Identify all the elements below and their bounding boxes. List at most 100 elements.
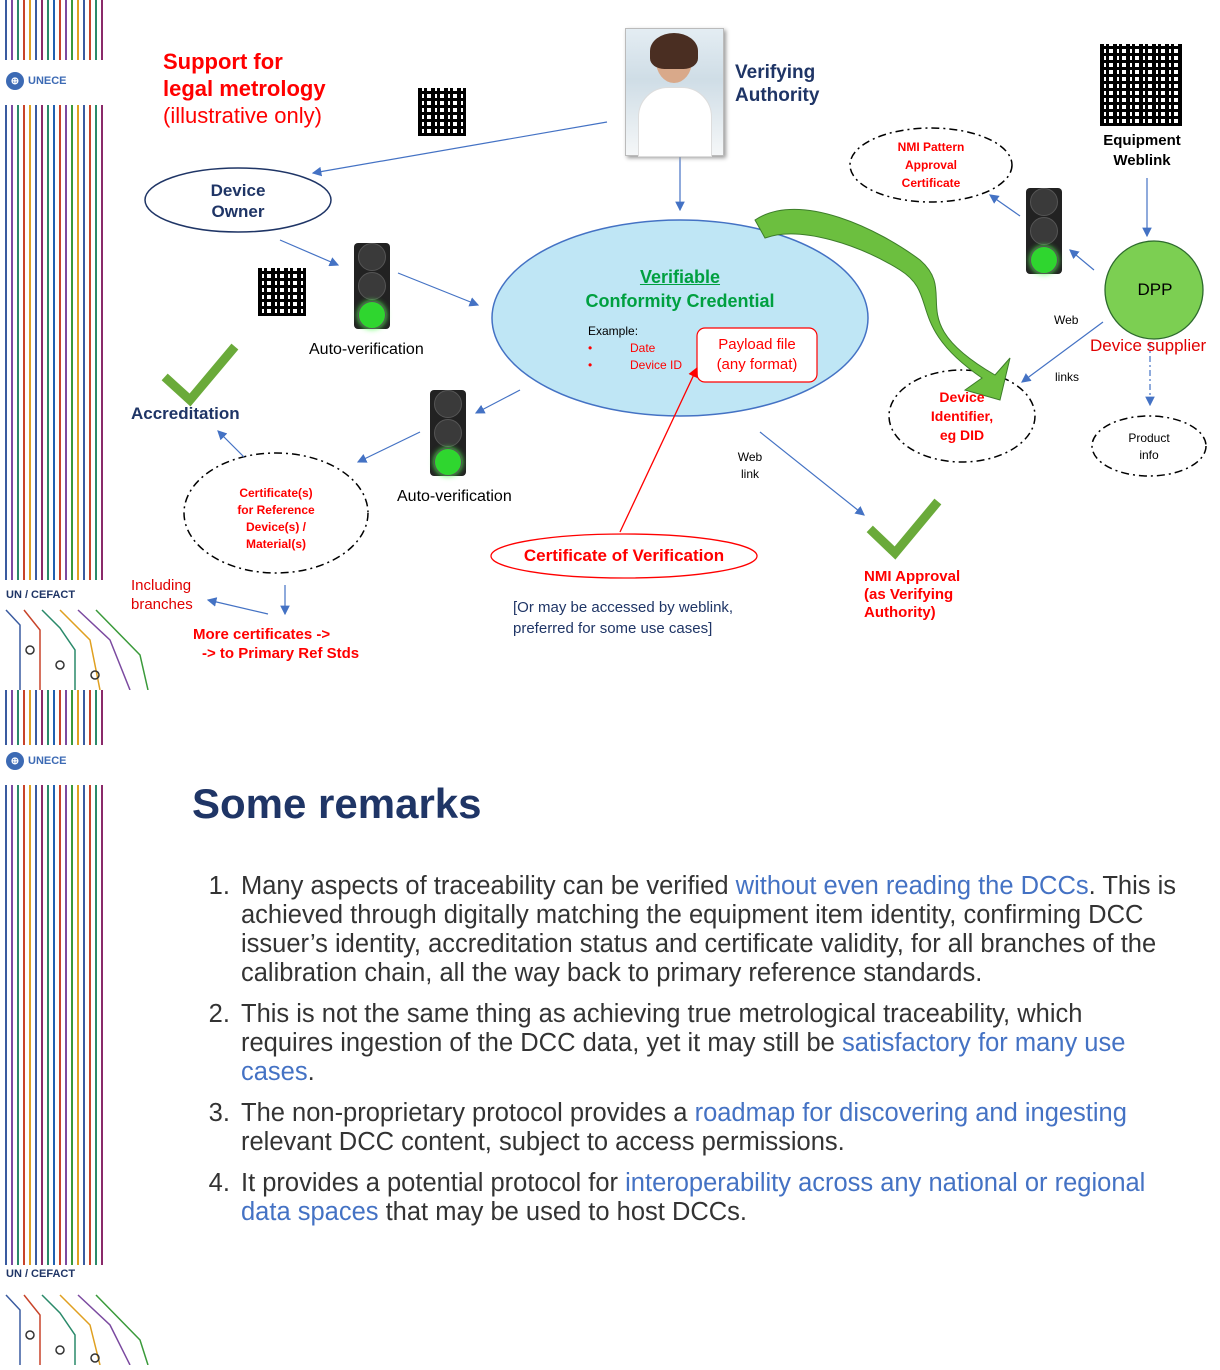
ref-certs-ellipse <box>183 452 369 574</box>
unece-label: UNECE <box>28 75 67 87</box>
traffic-light-icon <box>1026 188 1062 274</box>
device-identifier-ellipse <box>888 369 1036 463</box>
arrow-vcc-to-nmi <box>759 431 865 516</box>
web-link-line-2: link <box>740 467 759 481</box>
nmi-pattern-line-2: Approval <box>904 158 957 172</box>
remark-item-2: This is not the same thing as achieving … <box>237 1000 1177 1087</box>
device-identifier-line-1: Device <box>939 389 985 405</box>
device-owner-line-2: Owner <box>211 202 265 221</box>
payload-label: Payload file (any format) <box>697 335 817 375</box>
left-stripe-decoration <box>0 0 150 691</box>
remarks-list: Many aspects of traceability can be veri… <box>192 872 1177 1239</box>
arrow-vcc-to-light2 <box>474 389 521 414</box>
device-owner-ellipse <box>144 167 332 233</box>
cert-of-verification-ellipse <box>490 533 758 579</box>
unece-logo-top: ⊕ UNECE <box>6 72 67 90</box>
product-info-line-2: info <box>1139 448 1159 462</box>
example-item-device-id: •Device ID <box>588 358 683 372</box>
cert-of-verification-label: Certificate of Verification <box>523 546 725 565</box>
product-info-line-1: Product <box>1128 431 1170 445</box>
device-owner-line-1: Device <box>210 181 266 200</box>
arrow-dpp-to-identifier <box>1021 321 1104 383</box>
remark-item-3: The non-proprietary protocol provides a … <box>237 1099 1177 1157</box>
weblink-note: [Or may be accessed by weblink, preferre… <box>513 597 733 639</box>
ref-certs-line-4: Material(s) <box>245 537 307 551</box>
arrow-to-branches <box>206 597 269 615</box>
accreditation-check-icon <box>161 343 239 407</box>
product-info-ellipse <box>1091 415 1207 477</box>
including-line: Including <box>131 577 192 594</box>
unece-label: UNECE <box>28 755 67 767</box>
nmi-approval-line-1: NMI Approval <box>864 568 961 585</box>
cefact-logo-bottom: UN / CEFACT <box>6 1268 76 1280</box>
payload-line-2: (any format) <box>716 356 798 373</box>
vcc-example: Example: •Date •Device ID <box>588 323 682 374</box>
stripe-pattern-top <box>5 0 149 691</box>
equipment-weblink-label: Equipment Weblink <box>1090 131 1194 171</box>
more-certificates-label: More certificates -> -> to Primary Ref S… <box>193 625 359 663</box>
arrow-light2-to-certs <box>356 431 421 463</box>
vcc-label: Verifiable Conformity Credential <box>565 265 795 313</box>
arrow-dpp-to-light3 <box>1069 249 1095 271</box>
un-globe-icon: ⊕ <box>6 72 24 90</box>
vcc-title-line-2: Conformity Credential <box>585 291 775 311</box>
branches-line: branches <box>131 596 193 613</box>
vcc-title-line-1: Verifiable <box>639 267 721 287</box>
diagram-canvas <box>144 121 1207 616</box>
nmi-pattern-ellipse <box>849 127 1013 203</box>
verifying-authority-label: Verifying Authority <box>735 61 819 107</box>
stripe-pattern-bottom <box>5 690 149 1366</box>
including-branches-label: Including branches <box>131 576 193 614</box>
diagram-title: Support for legal metrology (illustrativ… <box>163 48 326 129</box>
payload-line-1: Payload file <box>718 336 796 353</box>
title-line-2: legal metrology <box>163 76 326 101</box>
auto-verification-label-2: Auto-verification <box>397 488 512 505</box>
qr-code-icon <box>258 268 306 316</box>
arrow-light3-to-pattern <box>989 194 1021 217</box>
title-line-1: Support for <box>163 49 283 74</box>
verifying-authority-line-2: Authority <box>735 85 820 106</box>
traffic-light-icon <box>430 390 466 476</box>
nmi-pattern-line-1: NMI Pattern <box>897 140 965 154</box>
ref-certs-label: Certificate(s) for Reference Device(s) /… <box>214 485 338 553</box>
cefact-logo-top: UN / CEFACT <box>6 589 76 601</box>
arrow-cert-to-payload <box>619 366 698 533</box>
left-stripe-decoration-bottom <box>0 690 150 1366</box>
verifying-authority-photo <box>625 28 724 157</box>
more-certs-line-1: More certificates -> <box>193 626 331 643</box>
equipment-line: Equipment <box>1103 132 1181 149</box>
links-label: links <box>1055 370 1080 384</box>
ref-certs-line-1: Certificate(s) <box>239 486 313 500</box>
device-owner-label: Device Owner <box>185 180 291 222</box>
example-item-date: •Date <box>588 341 656 355</box>
accreditation-label: Accreditation <box>131 404 240 423</box>
device-identifier-line-2: Identifier, <box>930 408 994 424</box>
nmi-pattern-line-3: Certificate <box>901 176 961 190</box>
web-label: Web <box>1054 313 1079 327</box>
example-label: Example: <box>588 324 639 338</box>
more-certs-line-2: -> to Primary Ref Stds <box>202 645 360 662</box>
unece-logo-bottom: ⊕ UNECE <box>6 752 67 770</box>
un-globe-icon: ⊕ <box>6 752 24 770</box>
web-link-line-1: Web <box>737 450 763 464</box>
title-subtitle: (illustrative only) <box>163 103 322 128</box>
device-identifier-label: Device Identifier, eg DID <box>905 388 1019 445</box>
product-info-label: Product info <box>1102 430 1196 464</box>
dpp-circle <box>1104 240 1204 340</box>
nmi-approval-label: NMI Approval (as Verifying Authority) <box>864 568 960 622</box>
device-identifier-line-3: eg DID <box>939 427 985 443</box>
verifying-authority-line-1: Verifying <box>735 62 816 83</box>
weblink-line: Weblink <box>1113 152 1171 169</box>
nmi-pattern-label: NMI Pattern Approval Certificate <box>876 138 986 192</box>
arrow-light-to-vcc <box>397 272 480 307</box>
payload-box <box>696 327 818 383</box>
ref-certs-line-3: Device(s) / <box>245 520 307 534</box>
green-curved-arrow <box>754 209 1011 401</box>
device-supplier-label: Device supplier <box>1090 336 1207 355</box>
web-link-label: Web link <box>732 449 768 483</box>
weblink-note-line-2: preferred for some use cases] <box>513 620 713 637</box>
qr-code-icon <box>418 88 466 136</box>
arrow-owner-to-light <box>279 239 340 267</box>
remark-item-1: Many aspects of traceability can be veri… <box>237 872 1177 988</box>
weblink-note-line-1: [Or may be accessed by weblink, <box>513 599 734 616</box>
